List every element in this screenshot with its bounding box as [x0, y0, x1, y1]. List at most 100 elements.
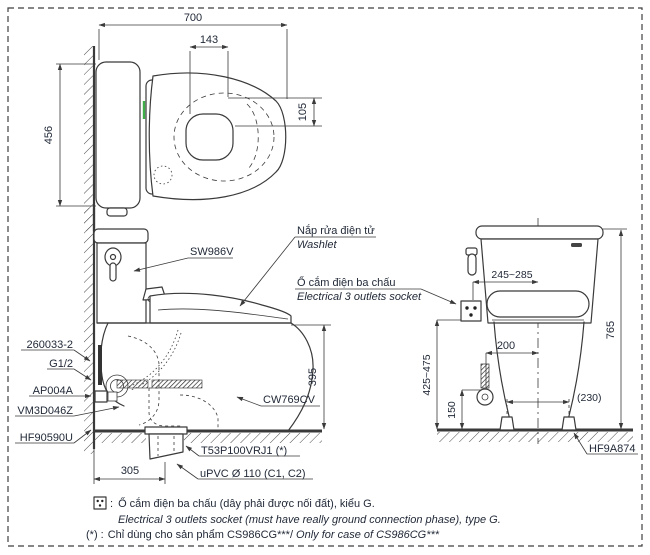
front-view: 245~285 765 425~475 150 200 (230 — [421, 218, 638, 455]
brand-logo — [571, 243, 582, 247]
dim-socket-offset-label: 245~285 — [491, 269, 532, 281]
seat-seam — [157, 308, 289, 320]
bowl-label: CW769CV — [263, 394, 316, 406]
callout-cistern: SW986V — [133, 246, 234, 272]
dim-200: 200 — [485, 340, 539, 388]
socket-note-en: Electrical 3 outlets socket (must have r… — [118, 514, 501, 526]
asterisk-note-en: Only for case of CS986CG*** — [296, 529, 440, 541]
dim-143-label: 143 — [200, 34, 218, 46]
callout-washlet: Nắp rửa điện tử Washlet — [239, 224, 376, 307]
dim-valve-offset-label: 200 — [497, 340, 515, 352]
floor-hatch — [184, 433, 322, 443]
callout-drain: T53P100VRJ1 (*) uPVC Ø 110 (C1, C2) — [176, 445, 313, 480]
callout-bowl: CW769CV — [236, 394, 320, 407]
drain-pipe — [148, 433, 184, 460]
dim-valve-height-label: 150 — [446, 401, 458, 419]
washlet-seat-profile — [149, 292, 292, 324]
supply-hose-hidden — [130, 332, 182, 391]
cistern-lug — [106, 207, 128, 217]
flush-handle-lever — [467, 253, 477, 276]
wall-hatch — [84, 208, 94, 454]
shutoff-valve-stem — [481, 393, 489, 401]
bolt-cap — [561, 416, 577, 431]
bowl-inner-hidden — [246, 103, 259, 171]
washlet-seat-front — [486, 290, 590, 318]
stop-valve — [94, 390, 108, 403]
dim-305-label: 305 — [121, 465, 139, 477]
washlet-label-vi: Nắp rửa điện tử — [297, 224, 375, 237]
bowl-rim-hidden — [173, 92, 275, 182]
asterisk-prefix: (*) : — [86, 529, 104, 541]
dim-395: 395 — [291, 324, 331, 430]
valve-union — [107, 391, 118, 402]
power-socket-icon — [460, 300, 482, 322]
power-socket-icon — [93, 496, 107, 510]
cistern-top — [95, 61, 141, 209]
note-text-vi: Ổ cắm điện ba chấu (dây phải được nối đấ… — [118, 497, 375, 510]
washlet-label-en: Washlet — [297, 239, 337, 251]
side-view: SW986V Nắp rửa điện tử Washlet Ổ cắm điệ… — [15, 208, 457, 484]
dim-700: 700 — [98, 12, 288, 99]
fitting-4-label: VM3D046Z — [17, 405, 73, 417]
dim-105: 105 — [228, 97, 322, 127]
floor-hatch — [94, 433, 146, 443]
fitting-1-label: 260033-2 — [27, 339, 74, 351]
cistern-lid — [475, 225, 604, 240]
supply-riser — [480, 363, 490, 389]
dim-150: 150 — [446, 389, 481, 430]
flush-handle-lever — [109, 262, 117, 282]
cistern-body — [96, 242, 147, 324]
dim-total-height-label: 765 — [605, 321, 617, 339]
fitting-labels: 260033-2 G1/2 AP004A VM3D046Z HF90590U — [15, 339, 120, 444]
page-border — [7, 7, 643, 547]
dim-700-label: 700 — [184, 12, 202, 24]
drain-elbow-hidden — [148, 388, 183, 427]
dim-425-475: 425~475 — [421, 319, 461, 430]
drain-pipe-label: uPVC Ø 110 (C1, C2) — [200, 468, 306, 480]
socket-note-vi: : Ổ cắm điện ba chấu (dây phải được nối đ… — [110, 497, 375, 510]
dim-bolt-spacing-label: (230) — [577, 392, 602, 404]
side-button-hidden — [153, 165, 173, 185]
cistern-label: SW986V — [190, 246, 234, 258]
dim-143: 143 — [189, 34, 229, 114]
notes: : Ổ cắm điện ba chấu (dây phải được nối đ… — [86, 496, 501, 541]
asterisk-note-vi: Chỉ dùng cho sản phẩm CS986CG***/ — [108, 529, 294, 541]
outlet-hidden — [179, 394, 219, 428]
supply-pipe — [98, 345, 102, 385]
bolt-cap — [499, 416, 515, 431]
seal-flange — [116, 379, 149, 389]
wall-hatch — [84, 46, 94, 231]
dim-456: 456 — [43, 63, 96, 207]
dim-765: 765 — [603, 228, 627, 430]
flush-handle-pivot — [109, 253, 117, 261]
note-colon: : — [110, 498, 113, 510]
shutoff-valve — [476, 388, 494, 406]
dim-305: 305 — [93, 445, 166, 484]
top-view: 700 143 456 105 — [43, 12, 322, 231]
dim-395-label: 395 — [307, 368, 319, 386]
fitting-5-label: HF90590U — [20, 432, 73, 444]
bowl-side-right — [568, 321, 585, 431]
socket-label-en: Electrical 3 outlets socket — [297, 291, 422, 303]
asterisk-note: (*) : Chỉ dùng cho sản phẩm CS986CG***/On… — [86, 529, 440, 541]
dim-socket-height-label: 425~475 — [421, 354, 433, 395]
drain-joint-label: T53P100VRJ1 (*) — [201, 445, 287, 457]
cistern-lid — [93, 228, 149, 244]
washlet-lid-top — [148, 72, 287, 201]
fixing-plate — [151, 379, 203, 389]
callout-base: HF9A874 — [573, 432, 638, 455]
bowl-front — [287, 322, 314, 432]
dim-230: (230) — [506, 392, 602, 405]
supply-hose-hidden — [127, 329, 179, 388]
base-label: HF9A874 — [589, 443, 635, 455]
fitting-3-label: AP004A — [33, 385, 74, 397]
dim-456-label: 456 — [43, 126, 55, 144]
fitting-2-label: G1/2 — [49, 358, 73, 370]
water-surface — [185, 113, 234, 161]
socket-label-vi: Ổ cắm điện ba chấu — [297, 276, 395, 289]
dim-245-285: 245~285 — [472, 269, 539, 300]
dim-105-label: 105 — [297, 103, 309, 121]
drain-collar — [144, 426, 188, 435]
